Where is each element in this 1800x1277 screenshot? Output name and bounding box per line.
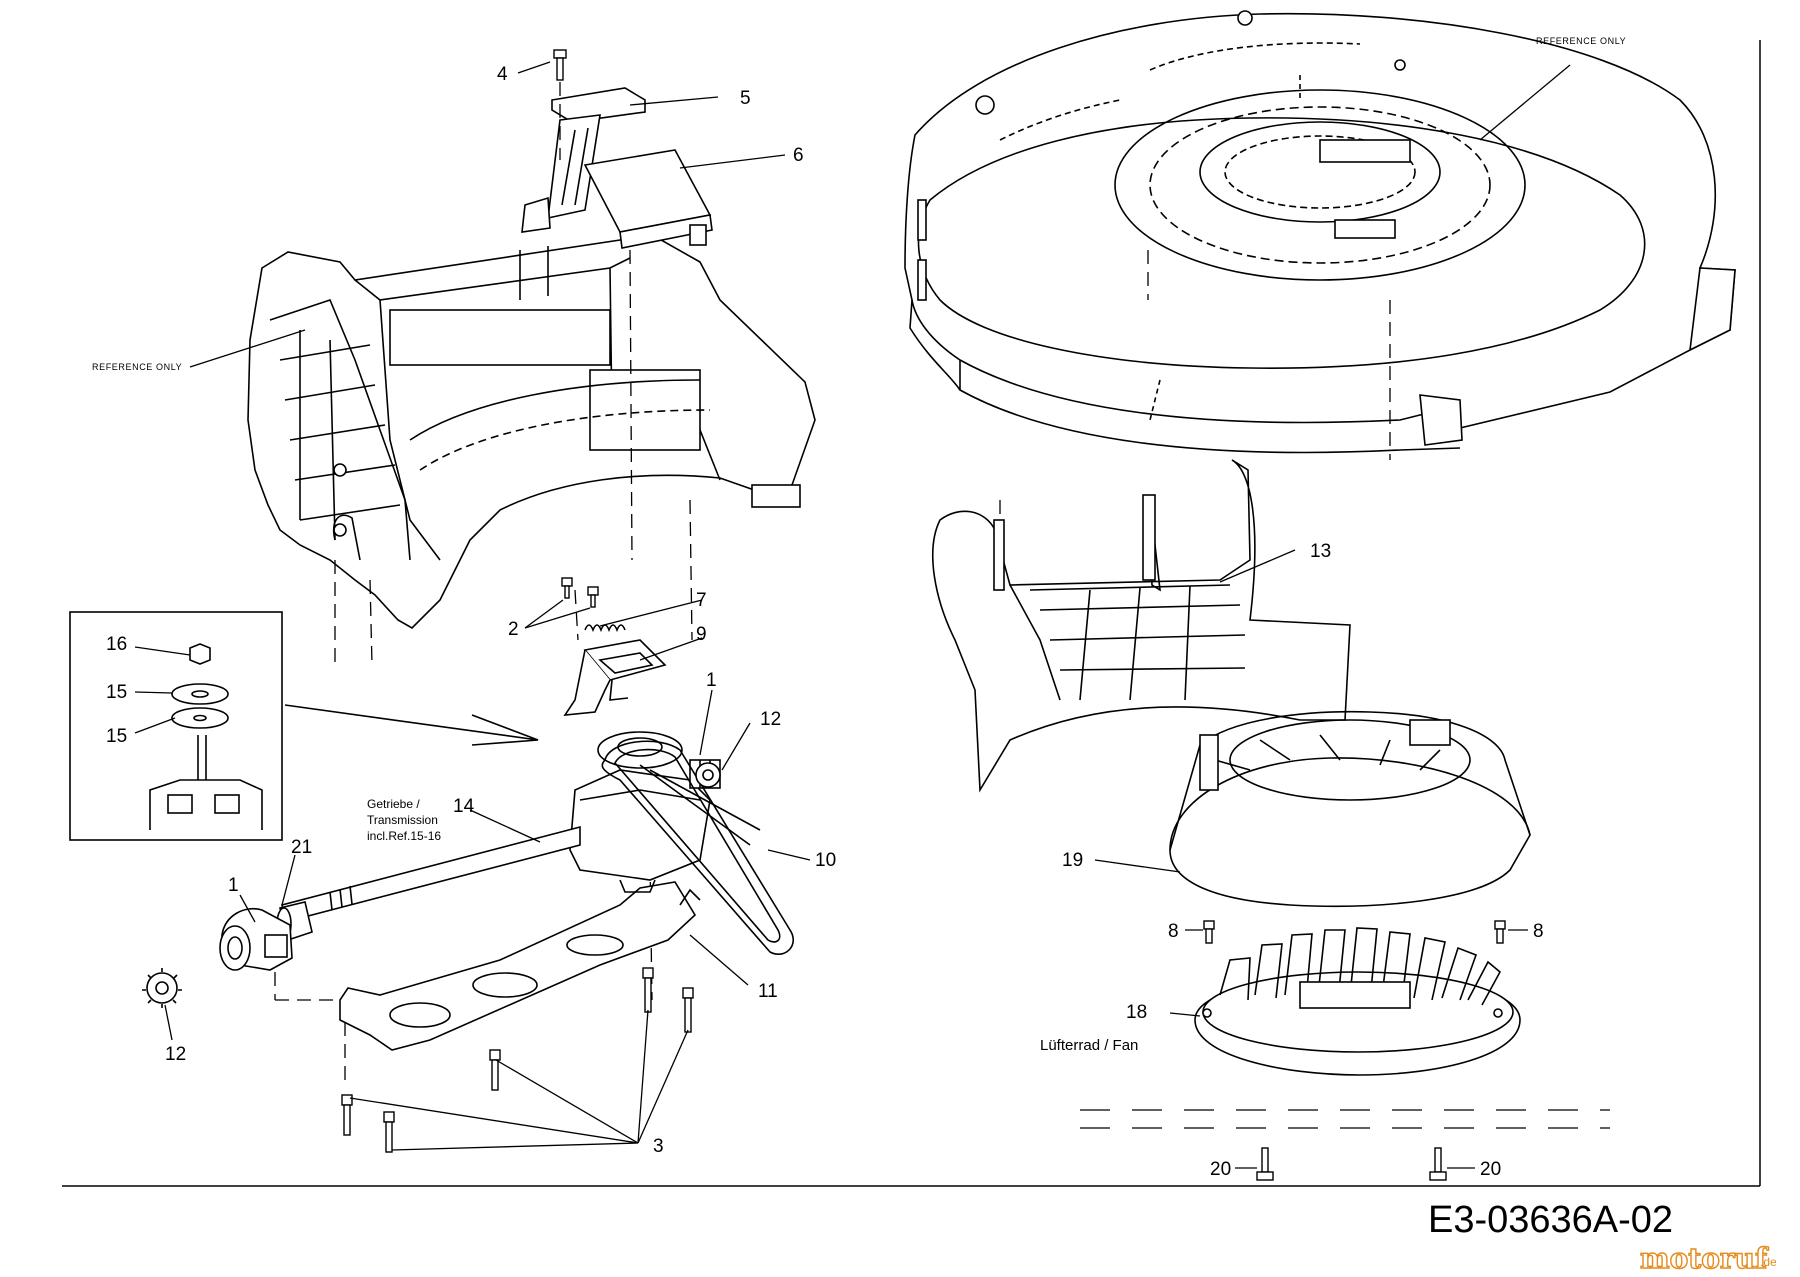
callout-8-left: 8: [1168, 921, 1179, 942]
reference-only-label-housing: REFERENCE ONLY: [92, 362, 182, 372]
captions: Getriebe / Transmission incl.Ref.15-16 L…: [367, 797, 1138, 1054]
part-9-bracket: [563, 639, 667, 716]
drawing-frame: [62, 40, 1761, 1187]
callout-11: 11: [758, 981, 778, 1002]
callout-19: 19: [1062, 850, 1083, 871]
callout-1-right: 1: [706, 670, 717, 691]
transmission-caption-line-2: Transmission: [367, 813, 438, 827]
part-12-pinion-right: [695, 762, 721, 788]
callout-9: 9: [696, 624, 707, 645]
callout-7: 7: [696, 590, 707, 611]
callout-5: 5: [740, 88, 751, 109]
part-5-cable-guide: [521, 87, 646, 233]
drawing-code: E3-03636A-02: [1428, 1199, 1673, 1241]
fan-caption: Lüfterrad / Fan: [1040, 1037, 1138, 1054]
callout-16: 16: [106, 634, 127, 655]
part-3-bolts: [341, 967, 694, 1153]
callout-4: 4: [497, 64, 508, 85]
fan-separator-lines: [1080, 1109, 1610, 1129]
part-13-baffle: [931, 459, 1351, 793]
motoruf-watermark: motoruf .de: [1639, 1241, 1777, 1275]
watermark-suffix: .de: [1760, 1255, 1777, 1269]
part-20-bolts: [1256, 1147, 1447, 1181]
part-1-drive-housing: [219, 908, 293, 971]
callout-15-bottom: 15: [106, 726, 127, 747]
callout-6: 6: [793, 145, 804, 166]
transmission-caption-line-1: Getriebe /: [367, 797, 420, 811]
part-11-base-plate: [339, 879, 701, 1051]
part-10-belt: [601, 740, 794, 955]
callout-21: 21: [291, 837, 312, 858]
callout-3: 3: [653, 1136, 664, 1157]
callout-2: 2: [508, 619, 519, 640]
part-19-fan-housing: [1169, 710, 1531, 907]
callout-20-right: 20: [1480, 1159, 1501, 1180]
leader-lines: [134, 61, 1571, 1169]
mower-deck: [904, 10, 1736, 454]
callout-10: 10: [815, 850, 836, 871]
part-12-pinion-left: [142, 968, 182, 1008]
callout-18: 18: [1126, 1002, 1147, 1023]
part-2-screws: [561, 577, 599, 608]
part-8-screws: [1203, 920, 1506, 944]
part-6-cover-plate: [583, 149, 713, 249]
callout-12-left: 12: [165, 1044, 186, 1065]
callout-1-left: 1: [228, 875, 239, 896]
reference-only-label-deck: REFERENCE ONLY: [1536, 36, 1626, 46]
part-18-fan-wheel: [1194, 927, 1521, 1076]
callout-15-top: 15: [106, 682, 127, 703]
part-4-bolt: [553, 49, 567, 81]
callout-numbers: 4 5 6 2 7 9 1 12 14 10 21 1 11 12 3 16 1…: [106, 64, 1544, 1180]
callout-20-left: 20: [1210, 1159, 1231, 1180]
part-7-spring: [584, 624, 626, 633]
transmission-caption-line-3: incl.Ref.15-16: [367, 829, 441, 843]
callout-12-right: 12: [760, 709, 781, 730]
detail-inset: [69, 611, 539, 841]
watermark-text: motoruf: [1640, 1242, 1769, 1272]
rear-housing: [247, 227, 816, 629]
reference-labels: REFERENCE ONLY REFERENCE ONLY: [92, 36, 1626, 372]
callout-13: 13: [1310, 541, 1331, 562]
callout-8-right: 8: [1533, 921, 1544, 942]
callout-14: 14: [453, 796, 475, 817]
